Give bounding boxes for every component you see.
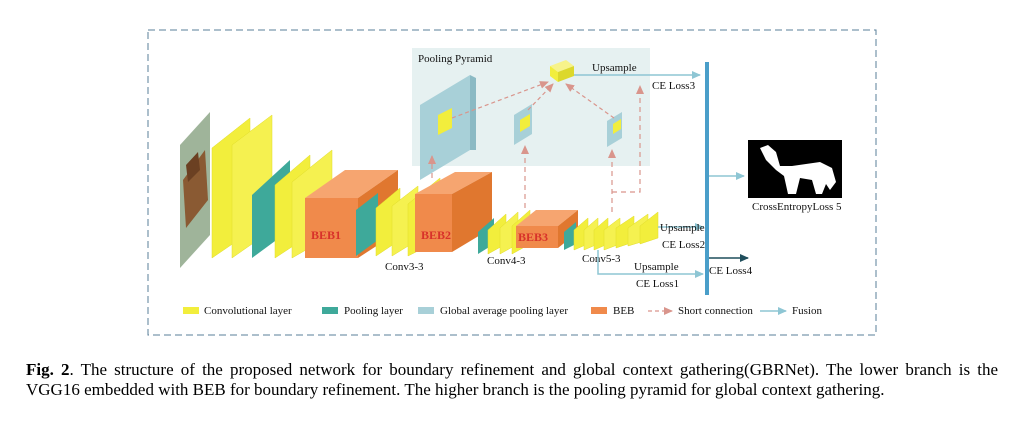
legend-swatch-pool [322, 307, 338, 314]
output-mask-image [748, 140, 842, 198]
pyramid-fused-block [550, 60, 574, 82]
upsample-low-label: Upsample [634, 261, 679, 273]
caption-fig-label: Fig. 2 [26, 360, 70, 379]
legend-label-conv: Convolutional layer [204, 305, 292, 317]
pyramid-gap-small [607, 112, 622, 147]
legend-swatch-gap [418, 307, 434, 314]
beb1-label: BEB1 [311, 228, 341, 242]
fusion-bar [705, 62, 709, 295]
ce-loss4-label: CE Loss4 [709, 265, 753, 277]
network-diagram: Pooling Pyramid Upsample CE Loss3 [147, 29, 877, 336]
beb2-label: BEB2 [421, 228, 451, 242]
legend-label-short: Short connection [678, 305, 753, 317]
legend-swatch-beb [591, 307, 607, 314]
backbone-layers [211, 114, 659, 259]
pyramid-connections [451, 81, 615, 119]
legend-swatch-conv [183, 307, 199, 314]
upsample-top-label: Upsample [592, 62, 637, 74]
beb3-label: BEB3 [518, 230, 548, 244]
legend-label-beb: BEB [613, 305, 634, 317]
pyramid-title: Pooling Pyramid [418, 53, 493, 65]
pyramid-gap-medium [514, 104, 532, 145]
upsample-low-arrow [597, 250, 704, 278]
legend: Convolutional layer Pooling layer Global… [183, 305, 822, 317]
figure-caption: Fig. 2. The structure of the proposed ne… [26, 360, 998, 400]
ce-loss1-label: CE Loss1 [636, 278, 679, 290]
legend-label-fusion: Fusion [792, 305, 822, 317]
ce-loss2-label: CE Loss2 [662, 239, 705, 251]
legend-label-gap: Global average pooling layer [440, 305, 568, 317]
figure-frame [147, 29, 877, 336]
caption-text: . The structure of the proposed network … [26, 360, 998, 399]
pyramid-gap-large [420, 75, 476, 180]
input-image [180, 112, 210, 268]
conv4-3-label: Conv4-3 [487, 255, 526, 267]
output-label: CrossEntropyLoss 5 [752, 201, 842, 213]
legend-label-pool: Pooling layer [344, 305, 403, 317]
conv5-3-label: Conv5-3 [582, 253, 621, 265]
short-connections [428, 85, 644, 212]
upsample-mid-label: Upsample [660, 222, 705, 234]
ce-loss3-label: CE Loss3 [652, 80, 696, 92]
conv3-3-label: Conv3-3 [385, 261, 424, 273]
